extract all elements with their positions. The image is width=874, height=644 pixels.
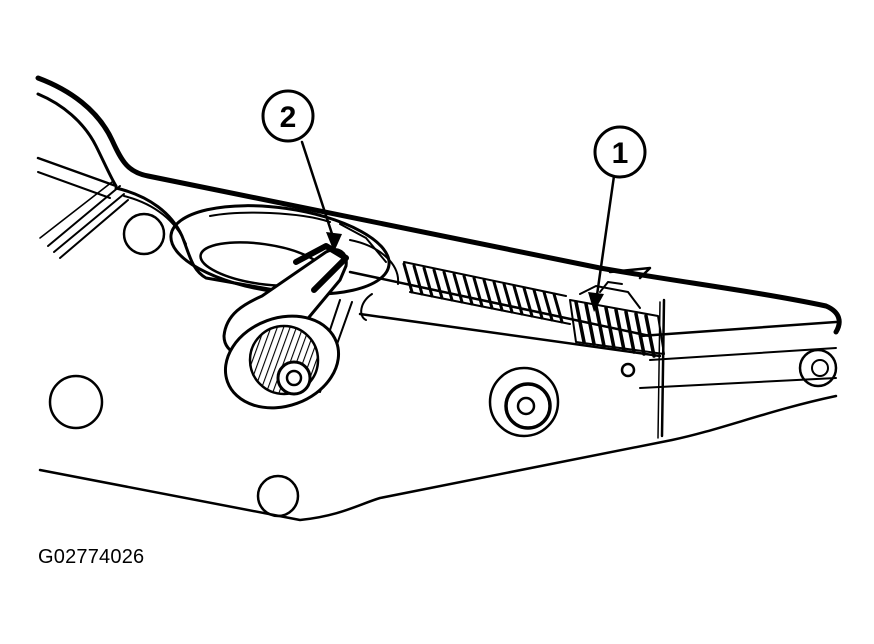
mounting-hole <box>122 212 166 256</box>
base-plate <box>38 298 838 522</box>
callout-1: 1 <box>593 125 647 179</box>
mounting-hole <box>48 374 104 430</box>
callout-label: 2 <box>280 101 297 134</box>
retaining-clip <box>608 266 652 280</box>
mounting-hole <box>256 474 300 518</box>
end-bolt <box>798 348 838 388</box>
callout-circle <box>261 89 315 143</box>
lever-arm <box>35 75 842 335</box>
knurled-hub <box>223 314 341 410</box>
callout-2: 2 <box>261 89 315 143</box>
callout-label: 1 <box>612 137 629 170</box>
callout-circle <box>593 125 647 179</box>
figure-id: G02774026 <box>38 546 145 568</box>
callout-leaders <box>300 140 616 312</box>
tension-spring <box>402 261 571 325</box>
bolt-head <box>488 366 560 438</box>
adjuster-spring <box>569 281 665 378</box>
